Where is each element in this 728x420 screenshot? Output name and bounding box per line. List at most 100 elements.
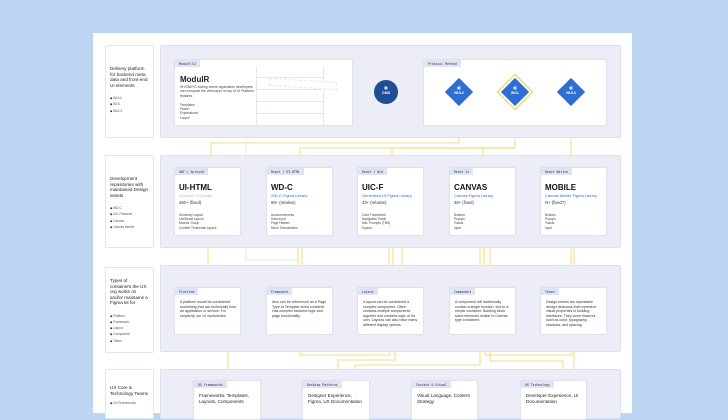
container-card-framework[interactable]: Framework Also can be referenced as a Pa… [266, 287, 333, 335]
card-description: A layout can be considered a complex com… [363, 300, 418, 327]
card-title: UIC-F [362, 183, 384, 192]
card-description: Visual Language, Content Strategy [417, 393, 470, 404]
card-tag: Component [450, 288, 476, 295]
card-tag: React / UI-HTML [267, 168, 304, 175]
row-title: Types of containers the UX org works on … [110, 278, 148, 305]
layers-icon: ▤ [384, 86, 388, 90]
list-item: WD-C [110, 205, 149, 211]
row-label-teams: UX Core & Technology Teams UX Frameworks [105, 369, 154, 419]
list-item: Page Header [271, 221, 290, 226]
list-item: Summary Layout [179, 213, 204, 217]
node-text: WOL [511, 91, 519, 95]
node-label: ▤WUL3 [556, 86, 586, 96]
row-title: Delivery platform for backend meta data … [110, 66, 148, 88]
list-item: Framework [110, 319, 149, 325]
feature-item: Flows* [180, 107, 190, 112]
team-card-content-visual[interactable]: Content & Visual Visual Language, Conten… [411, 380, 478, 420]
card-subtitle[interactable]: Canvas Figma Library [454, 193, 494, 198]
card-count: 38+ (fixed) [454, 200, 474, 205]
feature-item: Loops* [180, 115, 190, 120]
list-item: Micro Transactions [271, 225, 298, 230]
oms-node[interactable]: ▤ OMS [374, 80, 398, 104]
modulr-card[interactable]: ModulR UI ModulR WYSIWYG tooling where a… [174, 59, 353, 127]
repo-card-mobile[interactable]: React Native MOBILE Canvas Mobile Figma … [540, 167, 607, 236]
card-tag: UX Frameworks [194, 381, 227, 388]
list-item: WOL [110, 101, 149, 107]
team-card-desktop-patterns[interactable]: Desktop Patterns Designer Experience, Fi… [302, 380, 370, 420]
card-description: Developer Experience, UI Documentation [526, 393, 579, 404]
container-card-layout[interactable]: Layout A layout can be considered a comp… [357, 287, 424, 335]
list-item: Card Framework [362, 213, 386, 217]
list-item: Platform [110, 313, 149, 319]
list-item: Announcements [271, 213, 295, 217]
list-item: Toasts [545, 221, 555, 226]
row-label-containers: Types of containers the UX org works on … [105, 267, 154, 353]
list-item: Canvas [110, 218, 149, 224]
list-item: Buttons [454, 213, 465, 217]
card-subtitle[interactable]: Canvas Mobile Figma Library [545, 193, 598, 198]
card-tag: Platform [175, 288, 199, 295]
card-description: Design tokens are repeatable design deci… [546, 300, 596, 327]
list-item: UIC Features [110, 211, 149, 217]
card-subtitle[interactable]: WD-C Figma Library [271, 193, 308, 198]
list-item: Input [545, 225, 553, 230]
list-item: Canvas Mobile [110, 224, 149, 230]
feature-item: Expressions* [180, 111, 199, 116]
card-tag: React / N/A [358, 168, 388, 175]
container-card-token[interactable]: Token Design tokens are repeatable desig… [540, 287, 607, 335]
container-card-component[interactable]: Component A component will traditionally… [449, 287, 516, 335]
card-description: Also can be referenced as a Page Type or… [272, 300, 327, 318]
list-item: Toasts [454, 221, 464, 226]
card-tag: Desktop Patterns [303, 381, 342, 388]
card-tag: React Native [541, 168, 573, 175]
node-text: WUL3 [566, 91, 576, 95]
card-tag: ModulR UI [175, 60, 201, 67]
card-tag: Layout [358, 288, 378, 295]
card-count: 43+ (relative) [362, 200, 387, 205]
card-title: MOBILE [545, 183, 577, 192]
list-item: UX Frameworks [110, 400, 149, 406]
card-title: ModulR [180, 75, 210, 84]
layers-icon: ▤ [457, 86, 461, 90]
repo-card-ui-html[interactable]: GWT / XpressO UI-HTML XpressO XChange 45… [174, 167, 241, 236]
card-subtitle: XpressO XChange [179, 193, 213, 198]
list-item: Popups [454, 217, 465, 222]
layers-icon: ▤ [513, 86, 517, 90]
card-count: 68+ (relative) [271, 200, 296, 205]
card-tag: React Js [450, 168, 474, 175]
container-card-platform[interactable]: Platform A platform would be considered … [174, 287, 241, 335]
card-count: N+ (fixed?) [545, 200, 566, 205]
list-item: NAL Prompts (TBD) [362, 221, 391, 226]
card-description: WYSIWYG tooling where application develo… [180, 85, 254, 98]
card-count: 450+ (fixed) [179, 200, 202, 205]
layers-icon: ▤ [569, 86, 573, 90]
card-description: Designer Experience, Figma, UX Documenta… [308, 393, 362, 404]
card-tag: Protocol Method [424, 60, 461, 67]
row-title: Development repositories with maintained… [110, 176, 149, 198]
list-item: WUL2 [110, 95, 149, 101]
team-card-ux-frameworks[interactable]: UX Frameworks Frameworks, Templates, Lay… [193, 380, 261, 420]
list-item: WUL3 [110, 108, 149, 114]
oms-label: OMS [381, 91, 391, 95]
list-item: Component [110, 331, 149, 337]
node-label: ▤WUL2 [444, 86, 474, 96]
card-title: CANVAS [454, 183, 488, 192]
card-title: WD-C [271, 183, 293, 192]
list-item: Module Group [179, 221, 200, 226]
list-item: Content Thumbnail Layout [179, 225, 217, 230]
list-item: Hyams [362, 225, 372, 230]
card-tag: Token [541, 288, 559, 295]
repo-card-wd-c[interactable]: React / UI-HTML WD-C WD-C Figma Library … [266, 167, 333, 236]
node-label: ▤WOL [500, 86, 530, 96]
card-tag: Content & Visual [412, 381, 451, 388]
row-title: UX Core & Technology Teams [110, 385, 148, 396]
repo-card-canvas[interactable]: React Js CANVAS Canvas Figma Library 38+… [449, 167, 516, 236]
card-description: A platform would be considered something… [180, 300, 236, 318]
list-item: Navigation Panel [362, 217, 387, 222]
repo-card-uic-f[interactable]: React / N/A UIC-F Generated UI Figma Lib… [357, 167, 424, 236]
team-card-ux-technology[interactable]: UX Technology Developer Experience, UI D… [520, 380, 587, 420]
card-title: UI-HTML [179, 183, 212, 192]
card-tag: GWT / XpressO [175, 168, 208, 175]
list-item: Token [110, 338, 149, 344]
card-subtitle[interactable]: Generated UI Figma Library [362, 193, 412, 198]
